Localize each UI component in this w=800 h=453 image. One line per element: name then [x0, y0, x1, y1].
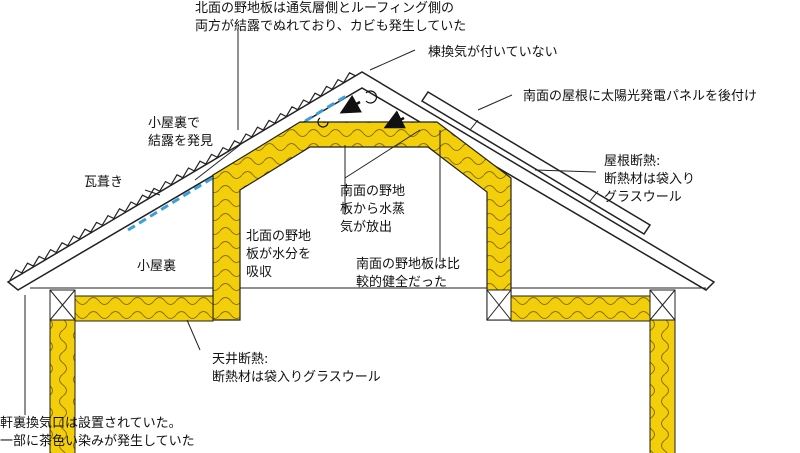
- label-attic: 小屋裏: [137, 259, 176, 274]
- wall-insulation-right: [649, 319, 676, 453]
- ceiling-insulation-left: [74, 295, 214, 322]
- label-eave-vent-2: 一部に茶色い染みが発生していた: [0, 433, 195, 449]
- label-tile-roof: 瓦葺き: [84, 175, 123, 190]
- label-north-absorb-3: 吸収: [246, 265, 272, 280]
- label-south-healthy-2: 較的健全だった: [356, 274, 447, 290]
- label-south-vapor-2: 板から水蒸: [340, 202, 405, 217]
- label-roof-insulation-3: グラスウール: [604, 190, 682, 205]
- label-solar-panel: 南面の屋根に太陽光発電パネルを後付け: [523, 88, 757, 104]
- tile-edges: [9, 72, 356, 281]
- ceiling-insulation-right: [510, 295, 651, 322]
- label-north-board-1: 北面の野地板は通気層側とルーフィング側の: [195, 0, 454, 16]
- beams: [49, 289, 676, 321]
- label-north-absorb-1: 北面の野地: [246, 229, 311, 244]
- label-roof-insulation-2: 断熱材は袋入り: [604, 172, 695, 187]
- label-south-vapor-3: 気が放出: [340, 219, 392, 235]
- roof-tiles: [9, 72, 356, 281]
- label-ridge-vent: 棟換気が付いていない: [428, 44, 558, 60]
- label-north-board-2: 両方が結露でぬれており、カビも発生していた: [195, 18, 466, 34]
- label-north-absorb-2: 板が水分を: [246, 247, 311, 262]
- vapor-arrows: [317, 90, 406, 129]
- label-south-vapor-1: 南面の野地: [340, 183, 405, 199]
- label-attic-condensation-1: 小屋裏で: [148, 116, 200, 131]
- label-roof-insulation-1: 屋根断熱:: [604, 154, 660, 169]
- label-ceiling-insulation-1: 天井断熱:: [212, 352, 268, 367]
- label-eave-vent-1: 軒裏換気口は設置されていた。: [0, 415, 182, 431]
- label-ceiling-insulation-2: 断熱材は袋入りグラスウール: [212, 370, 381, 385]
- label-south-healthy-1: 南面の野地板は比: [356, 256, 460, 272]
- solar-panel: [420, 90, 652, 236]
- label-attic-condensation-2: 結露を発見: [148, 134, 213, 149]
- condensation-line: [127, 94, 347, 232]
- leader-lines: [24, 30, 597, 415]
